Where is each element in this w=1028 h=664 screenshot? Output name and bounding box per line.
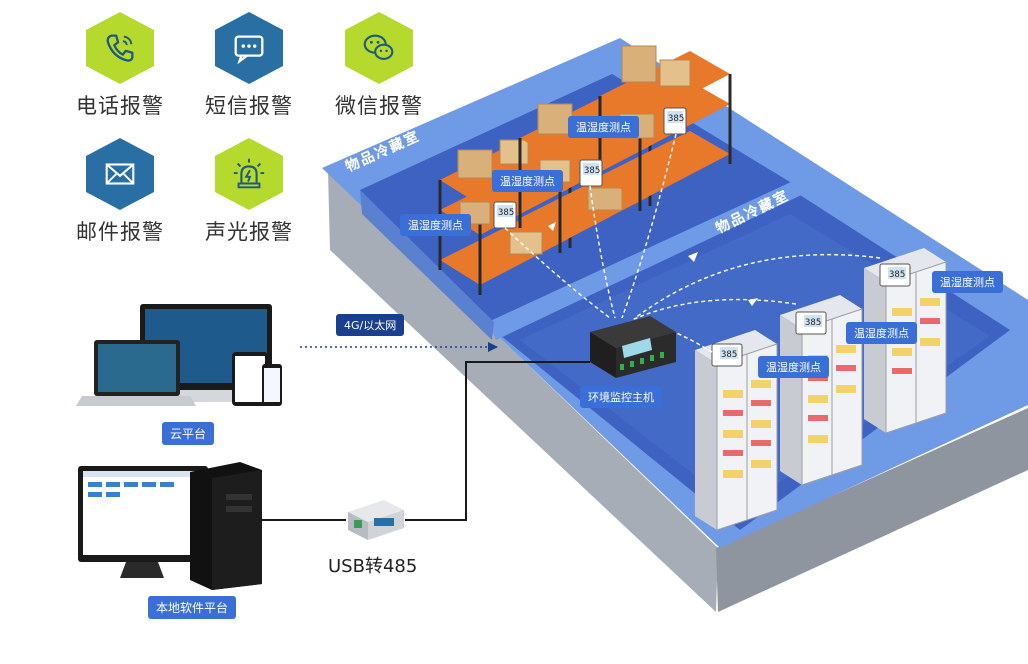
outer-wall-left	[328, 172, 718, 612]
sensor-label-6: 温湿度测点	[932, 271, 1003, 293]
alarm-phone: 电话报警	[55, 12, 185, 120]
cables	[262, 342, 590, 521]
alarm-label-siren: 声光报警	[205, 220, 293, 244]
alarm-sms: 短信报警	[184, 12, 314, 120]
desktop-computer	[78, 462, 262, 590]
sensor-reading-2: 385	[584, 166, 600, 176]
alarm-siren: 声光报警	[184, 138, 314, 246]
cloud-devices	[76, 304, 282, 406]
alarm-mail: 邮件报警	[55, 138, 185, 246]
sensor-devices: 385 385 385 385 385 385	[493, 107, 911, 367]
cloud-platform-label: 云平台	[162, 422, 215, 445]
sensor-reading-6: 385	[889, 270, 905, 280]
alarm-label-phone: 电话报警	[76, 94, 164, 118]
siren-icon	[215, 138, 283, 210]
host-label: 环境监控主机	[580, 386, 662, 408]
wechat-icon	[345, 12, 413, 84]
partition-wall	[488, 176, 812, 340]
phone-icon	[86, 12, 154, 84]
sensor-label-1: 温湿度测点	[400, 214, 471, 236]
network-arrowhead	[488, 342, 498, 352]
alarm-label-wechat: 微信报警	[335, 94, 423, 118]
sensor-reading-4: 385	[721, 350, 737, 360]
wireless-arrowheads	[548, 222, 758, 306]
alarm-label-mail: 邮件报警	[76, 220, 164, 244]
network-label: 4G/以太网	[336, 314, 405, 336]
sensor-reading-1: 385	[498, 208, 514, 218]
rs485-cable	[405, 361, 590, 521]
sensor-label-3: 温湿度测点	[568, 116, 639, 138]
sensor-reading-5: 385	[805, 318, 821, 328]
host-controller	[590, 316, 676, 378]
usb-485-converter	[348, 500, 404, 540]
outer-wall-front	[716, 408, 1028, 612]
alarm-label-sms: 短信报警	[205, 94, 293, 118]
sensor-reading-3: 385	[668, 114, 684, 124]
sms-icon	[215, 12, 283, 84]
partition-wall-side	[360, 190, 494, 340]
alarm-wechat: 微信报警	[314, 12, 444, 120]
sensor-label-5: 温湿度测点	[846, 322, 917, 344]
local-platform-label: 本地软件平台	[148, 596, 237, 619]
mail-icon	[86, 138, 154, 210]
usb-converter-label: USB转485	[328, 556, 418, 577]
sensor-label-4: 温湿度测点	[758, 356, 829, 378]
sensor-label-2: 温湿度测点	[492, 170, 563, 192]
